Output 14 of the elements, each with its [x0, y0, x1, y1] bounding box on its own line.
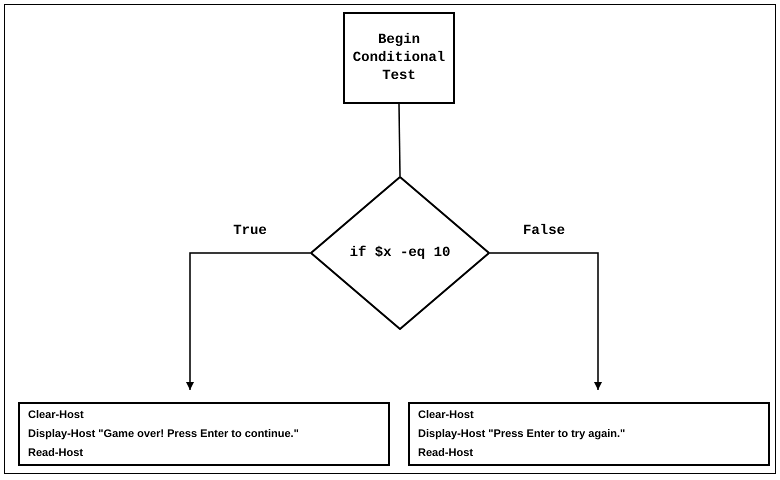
code-line: Read-Host [28, 446, 84, 461]
code-line: Read-Host [418, 446, 474, 461]
process-box [343, 12, 455, 104]
action-box [18, 402, 390, 466]
arrow [186, 252, 310, 390]
box-label: Begin Conditional Test [352, 31, 446, 85]
code-line: Display-Host "Game over! Press Enter to continue." [28, 427, 300, 442]
code-line: Clear-Host [418, 408, 475, 423]
condition-text: if $x -eq 10 [350, 245, 450, 261]
action-box [408, 402, 770, 466]
arrow [490, 252, 602, 390]
code-line: Display-Host "Press Enter to try again." [418, 427, 626, 442]
code-line: Clear-Host [28, 408, 85, 423]
connector-line [398, 104, 401, 176]
